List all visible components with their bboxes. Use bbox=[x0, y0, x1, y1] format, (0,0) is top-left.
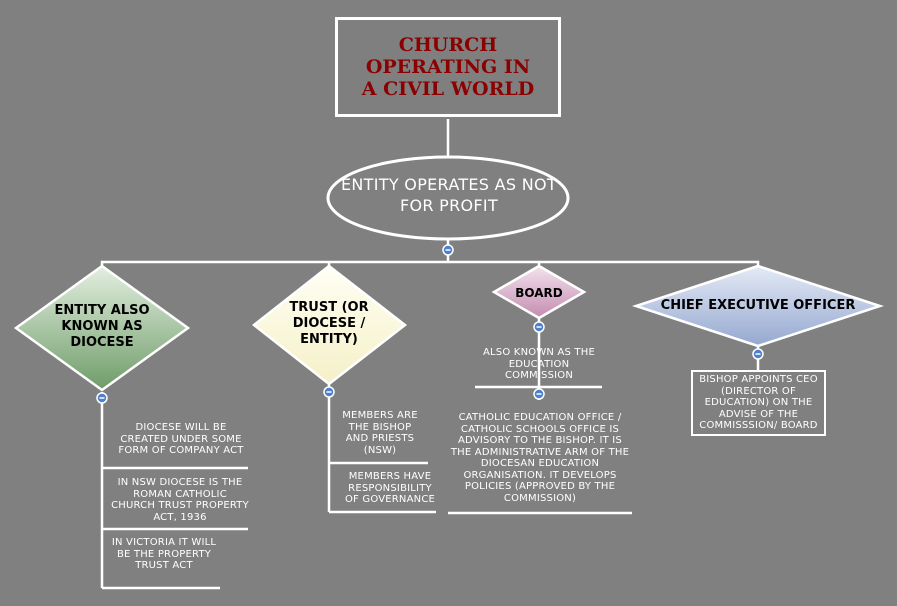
minus-circle-icon[interactable] bbox=[442, 244, 454, 256]
diocese-note-2: IN NSW DIOCESE IS THE ROMAN CATHOLIC CHU… bbox=[111, 477, 249, 523]
minus-circle-icon[interactable] bbox=[752, 348, 764, 360]
title-box: CHURCH OPERATING IN A CIVIL WORLD bbox=[335, 17, 561, 117]
ceo-note-box: BISHOP APPOINTS CEO (DIRECTOR OF EDUCATI… bbox=[691, 370, 826, 436]
ceo-node-label: CHIEF EXECUTIVE OFFICER bbox=[660, 298, 856, 313]
board-note-2: CATHOLIC EDUCATION OFFICE / CATHOLIC SCH… bbox=[450, 412, 630, 504]
diocese-node-label: ENTITY ALSO KNOWN AS DIOCESE bbox=[54, 303, 150, 350]
minus-circle-icon[interactable] bbox=[533, 388, 545, 400]
ceo-note-1: BISHOP APPOINTS CEO (DIRECTOR OF EDUCATI… bbox=[699, 374, 818, 432]
board-note-1: ALSO KNOWN AS THE EDUCATION COMMISSION bbox=[483, 347, 595, 381]
minus-circle-icon[interactable] bbox=[96, 392, 108, 404]
root-ellipse bbox=[326, 155, 570, 241]
ceo-diamond bbox=[631, 264, 885, 348]
diocese-diamond bbox=[13, 264, 191, 392]
diocese-note-1: DIOCESE WILL BE CREATED UNDER SOME FORM … bbox=[118, 422, 244, 456]
collapse-toggles bbox=[96, 244, 764, 404]
minus-circle-icon[interactable] bbox=[323, 386, 335, 398]
connector-bus bbox=[100, 260, 760, 272]
board-diamond bbox=[491, 264, 587, 320]
trust-note-1: MEMBERS ARE THE BISHOP AND PRIESTS (NSW) bbox=[342, 410, 418, 456]
trust-diamond bbox=[251, 264, 408, 386]
diagram-title: CHURCH OPERATING IN A CIVIL WORLD bbox=[361, 34, 535, 100]
minus-circle-icon[interactable] bbox=[533, 321, 545, 333]
diocese-note-3: IN VICTORIA IT WILL BE THE PROPERTY TRUS… bbox=[111, 537, 217, 571]
trust-note-2: MEMBERS HAVE RESPONSIBILITY OF GOVERNANC… bbox=[344, 471, 436, 505]
trust-node-label: TRUST (OR DIOCESE / ENTITY) bbox=[289, 300, 369, 347]
board-node-label: BOARD bbox=[515, 286, 563, 300]
root-node-label: ENTITY OPERATES AS NOT FOR PROFIT bbox=[341, 175, 557, 215]
